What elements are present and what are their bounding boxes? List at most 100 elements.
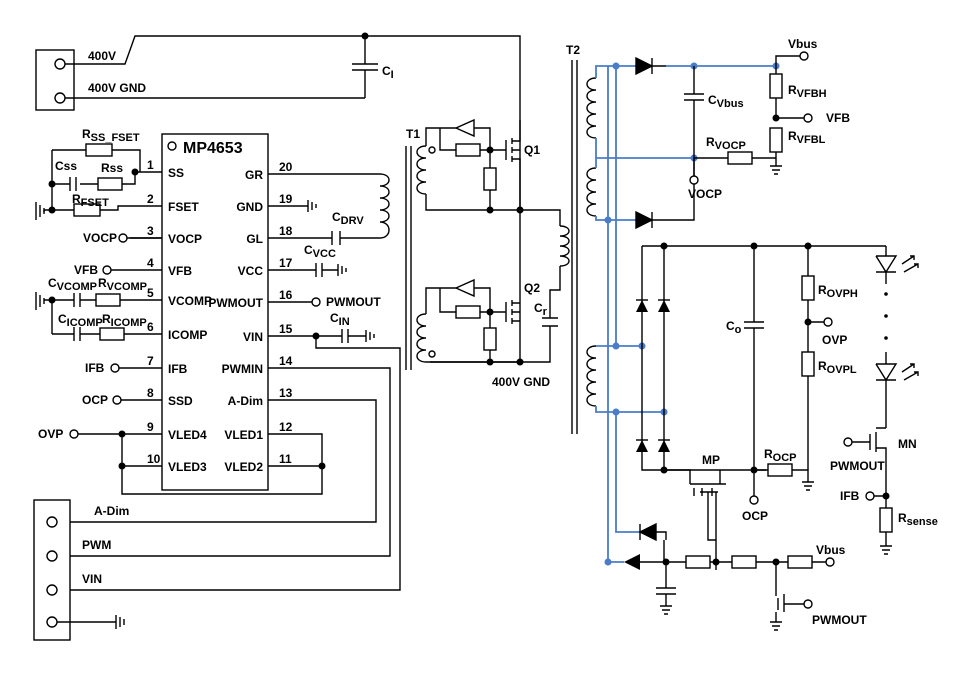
cvcc-label: CVCC bbox=[304, 243, 336, 260]
pin-name: FSET bbox=[168, 200, 199, 214]
pin-name: IFB bbox=[168, 362, 188, 376]
pin-name: VFB bbox=[168, 264, 192, 278]
pin-number: 12 bbox=[279, 420, 293, 434]
q2-label: Q2 bbox=[524, 281, 540, 295]
pin-number: 9 bbox=[147, 420, 154, 434]
rovpl-label: ROVPL bbox=[818, 359, 857, 376]
pin-name: VOCP bbox=[168, 232, 202, 246]
rvcomp-label: RVCOMP bbox=[98, 276, 147, 293]
pin-number: 1 bbox=[147, 158, 154, 172]
rss-fset-label: RSS_FSET bbox=[82, 127, 140, 144]
pin-name: GR bbox=[245, 168, 263, 182]
pin-name: VCC bbox=[238, 264, 264, 278]
pin-name: VLED1 bbox=[224, 428, 263, 442]
led-output-stage: Co OCP ROCP MP OVP ROVPH ROVPL PWMOUT MN bbox=[636, 242, 938, 570]
pin-number: 17 bbox=[279, 256, 293, 270]
cvbus-label: CVbus bbox=[708, 93, 744, 110]
pin-number: 7 bbox=[147, 354, 154, 368]
pin-number: 18 bbox=[279, 224, 293, 238]
pin-name: VIN bbox=[243, 330, 263, 344]
vfb-pin-net: VFB bbox=[74, 263, 98, 277]
pin-number: 15 bbox=[279, 322, 293, 336]
ifb-out-net: IFB bbox=[840, 489, 860, 503]
mp-label: MP bbox=[702, 453, 720, 467]
pin-number: 13 bbox=[279, 386, 293, 400]
pin-number: 5 bbox=[147, 286, 154, 300]
conn-pwm-label: PWM bbox=[82, 538, 111, 552]
rfset-label: RFSET bbox=[72, 192, 109, 209]
pin-number: 4 bbox=[147, 256, 154, 270]
t1-label: T1 bbox=[406, 127, 420, 141]
ovp-pin-net: OVP bbox=[38, 427, 63, 441]
pin-number: 2 bbox=[147, 192, 154, 206]
aux-supply: Vbus PWMOUT bbox=[624, 522, 867, 631]
co-label: Co bbox=[726, 319, 742, 336]
ocp-out-net: OCP bbox=[742, 509, 768, 523]
rovph-label: ROVPH bbox=[818, 283, 858, 300]
pin-number: 10 bbox=[147, 452, 161, 466]
rvocp-label: RVOCP bbox=[706, 135, 746, 152]
css-label: Css bbox=[55, 159, 77, 173]
vbus-net-top: Vbus bbox=[788, 37, 818, 51]
rocp-label: ROCP bbox=[764, 447, 797, 464]
q1-label: Q1 bbox=[524, 143, 540, 157]
pwmout-aux-net: PWMOUT bbox=[812, 613, 867, 627]
cicomp-label: CICOMP bbox=[58, 312, 103, 329]
ocp-pin-net: OCP bbox=[82, 393, 108, 407]
conn-vin-label: VIN bbox=[82, 572, 102, 586]
pin-number: 6 bbox=[147, 320, 154, 334]
cin-label: CIN bbox=[330, 311, 350, 328]
pin-name: VLED2 bbox=[224, 460, 263, 474]
t2-label: T2 bbox=[566, 43, 580, 57]
t2-transformer: T2 bbox=[566, 43, 597, 434]
pin-name: A-Dim bbox=[228, 394, 263, 408]
capacitor-ci: CI bbox=[352, 32, 394, 98]
ic-mp4653: MP4653 bbox=[161, 133, 269, 491]
pin-name: VLED4 bbox=[168, 428, 207, 442]
vocp-out-net: VOCP bbox=[688, 187, 722, 201]
pin-number: 14 bbox=[279, 354, 293, 368]
vfb-out-net: VFB bbox=[826, 111, 850, 125]
cr-label: Cr bbox=[534, 301, 548, 318]
ci-label: CI bbox=[382, 64, 394, 81]
vbus-output: CVbus RVOCP VOCP Vbus VFB RVFBH RVFBL bbox=[635, 37, 850, 230]
ovp-out-net: OVP bbox=[822, 333, 847, 347]
pwmout-mn-net: PWMOUT bbox=[830, 459, 885, 473]
pin-name: SS bbox=[168, 166, 184, 180]
pin-name: GND bbox=[236, 200, 263, 214]
power-connector: 400V 400V GND bbox=[35, 35, 521, 210]
conn-400v-gnd-label: 400V GND bbox=[88, 81, 146, 95]
pin-number: 19 bbox=[279, 192, 293, 206]
vbus-net-bottom: Vbus bbox=[816, 543, 846, 557]
pin-number: 8 bbox=[147, 386, 154, 400]
pin-number: 11 bbox=[279, 452, 292, 466]
comp-network: CVCOMP RVCOMP CICOMP RICOMP bbox=[35, 276, 162, 341]
pin-name: PWMIN bbox=[222, 362, 263, 376]
pin-name: VLED3 bbox=[168, 460, 207, 474]
cvcomp-label: CVCOMP bbox=[48, 276, 97, 293]
pin-name: PWMOUT bbox=[208, 296, 263, 310]
conn-adim-label: A-Dim bbox=[94, 504, 129, 518]
vocp-pin-net: VOCP bbox=[83, 231, 117, 245]
conn-400v-label: 400V bbox=[88, 49, 116, 63]
pin-name: SSD bbox=[168, 394, 193, 408]
pwmout-ic-net: PWMOUT bbox=[326, 295, 381, 309]
left-terminals: VOCP VFB IFB OCP OVP bbox=[38, 231, 326, 495]
pin-number: 16 bbox=[279, 288, 293, 302]
pin-name: GL bbox=[246, 232, 263, 246]
pin-number: 3 bbox=[147, 224, 154, 238]
ricomp-label: RICOMP bbox=[102, 312, 147, 329]
rvfbh-label: RVFBH bbox=[788, 83, 827, 100]
rsense-label: Rsense bbox=[898, 511, 938, 528]
pin-name: VCOMP bbox=[168, 294, 212, 308]
t1-half-bridge: T1 Q1 Cr Q2 400V GND bbox=[405, 118, 570, 389]
ifb-pin-net: IFB bbox=[85, 361, 105, 375]
ic-right-wiring: CDRV CVCC PWMOUT CIN bbox=[64, 173, 401, 591]
cdrv-label: CDRV bbox=[332, 210, 364, 227]
gnd400-net: 400V GND bbox=[492, 375, 550, 389]
rss-label: Rss bbox=[101, 161, 123, 175]
pin-number: 20 bbox=[279, 160, 293, 174]
ic-left-pins: 1SS2FSET3VOCP4VFB5VCOMP6ICOMP7IFB8SSD9VL… bbox=[147, 158, 212, 474]
